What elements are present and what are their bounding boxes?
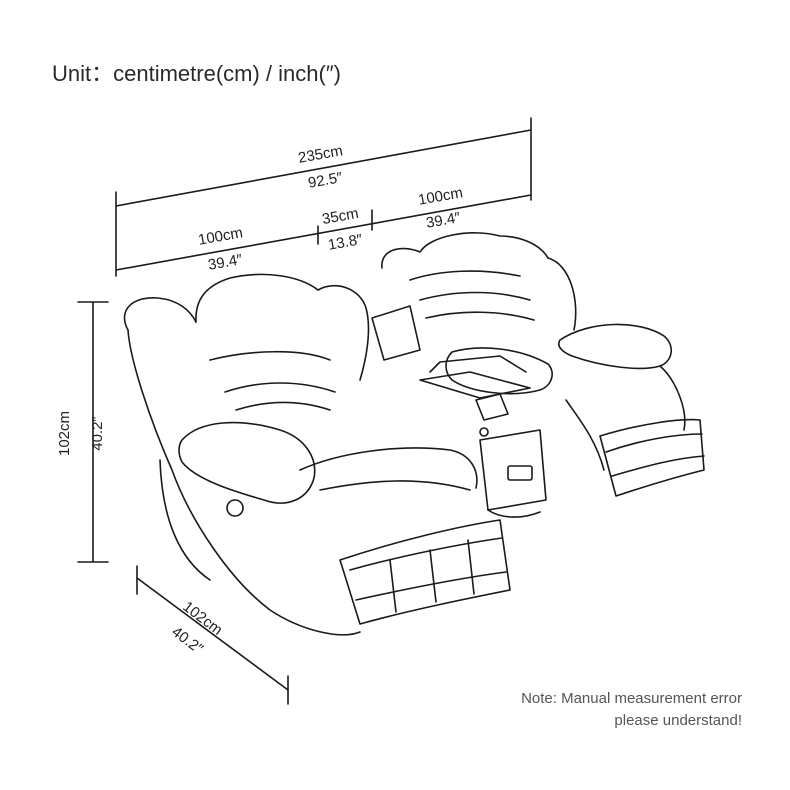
note-line-1: Note: Manual measurement error <box>521 690 742 707</box>
height-inch-label: 40.2″ <box>88 416 106 451</box>
unit-title: Unit：centimetre(cm) / inch(″) <box>52 61 341 86</box>
height-cm-label: 102cm <box>56 410 74 457</box>
dimension-lines <box>77 117 532 705</box>
note-line-2: please understand! <box>614 712 742 729</box>
center-console <box>371 305 547 518</box>
left-recliner-seat <box>123 273 511 636</box>
right-recliner-seat <box>381 232 705 497</box>
